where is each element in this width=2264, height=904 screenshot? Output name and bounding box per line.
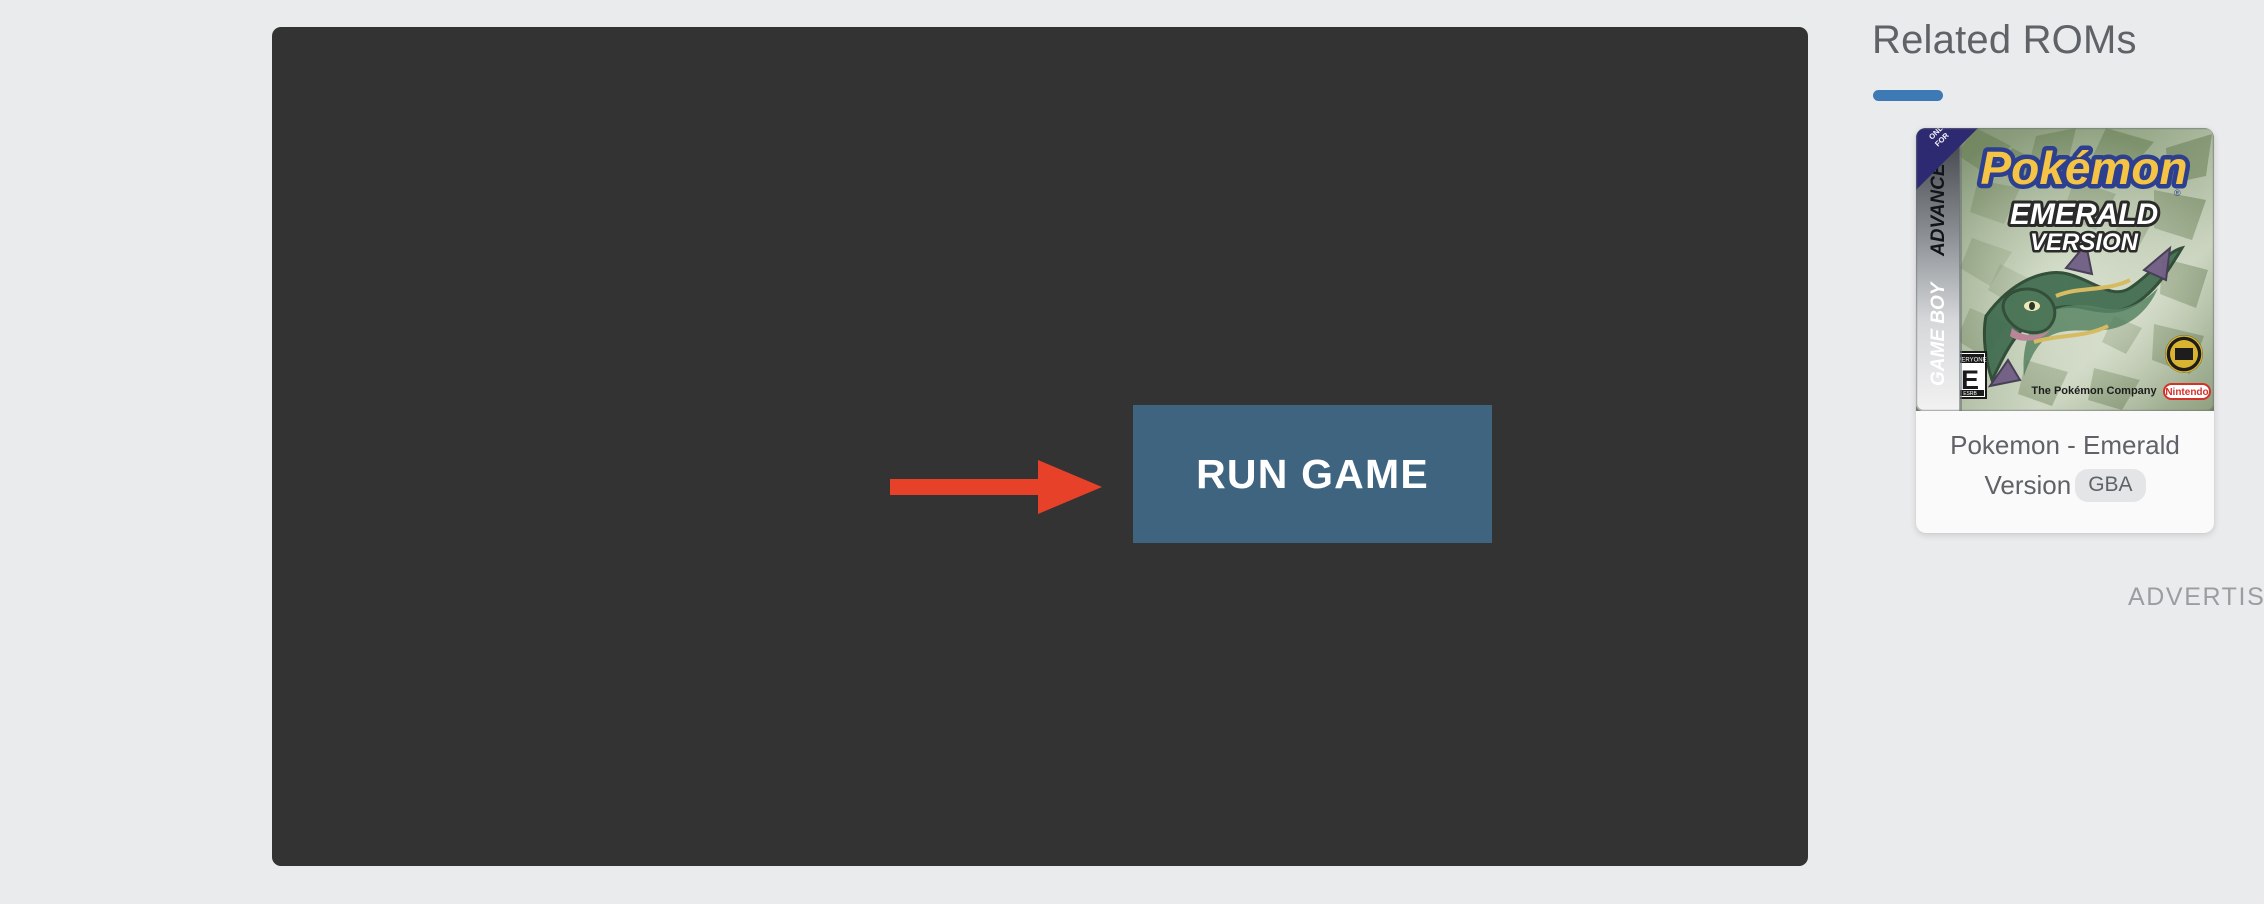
related-roms-sidebar: Related ROMs	[1860, 0, 2264, 904]
svg-text:Pokémon: Pokémon	[1980, 142, 2187, 194]
arrow-right-icon	[890, 460, 1102, 514]
svg-text:The Pokémon Company: The Pokémon Company	[2031, 385, 2157, 397]
svg-text:ESRB: ESRB	[1963, 391, 1977, 397]
rom-card[interactable]: Pokémon Pokémon ® EMERALD EMERALD VERSIO…	[1916, 128, 2214, 533]
svg-text:GAME BOY: GAME BOY	[1928, 280, 1949, 386]
svg-text:EMERALD: EMERALD	[2010, 198, 2158, 231]
platform-badge: GBA	[2075, 469, 2146, 502]
rom-title: Pokemon - Emerald Version	[1950, 430, 2180, 500]
svg-text:VERSION: VERSION	[2030, 229, 2139, 256]
page-title: Related ROMs	[1872, 18, 2137, 62]
svg-text:®: ®	[2174, 188, 2181, 198]
svg-text:Nintendo: Nintendo	[2165, 387, 2208, 398]
run-game-button[interactable]: RUN GAME	[1133, 405, 1492, 543]
svg-text:EVERYONE: EVERYONE	[1953, 358, 1986, 364]
emulator-panel: RUN GAME	[272, 27, 1808, 866]
heading-accent-bar	[1873, 90, 1943, 101]
svg-text:Pokémon: Pokémon	[1980, 142, 2187, 194]
svg-text:EMERALD: EMERALD	[2010, 198, 2158, 231]
svg-text:ADVANCE: ADVANCE	[1928, 162, 1949, 257]
advertisement-label: ADVERTISE	[2128, 583, 2264, 611]
rom-cover-art: Pokémon Pokémon ® EMERALD EMERALD VERSIO…	[1916, 128, 2214, 411]
svg-text:E: E	[1961, 365, 1979, 395]
svg-text:VERSION: VERSION	[2030, 229, 2139, 256]
